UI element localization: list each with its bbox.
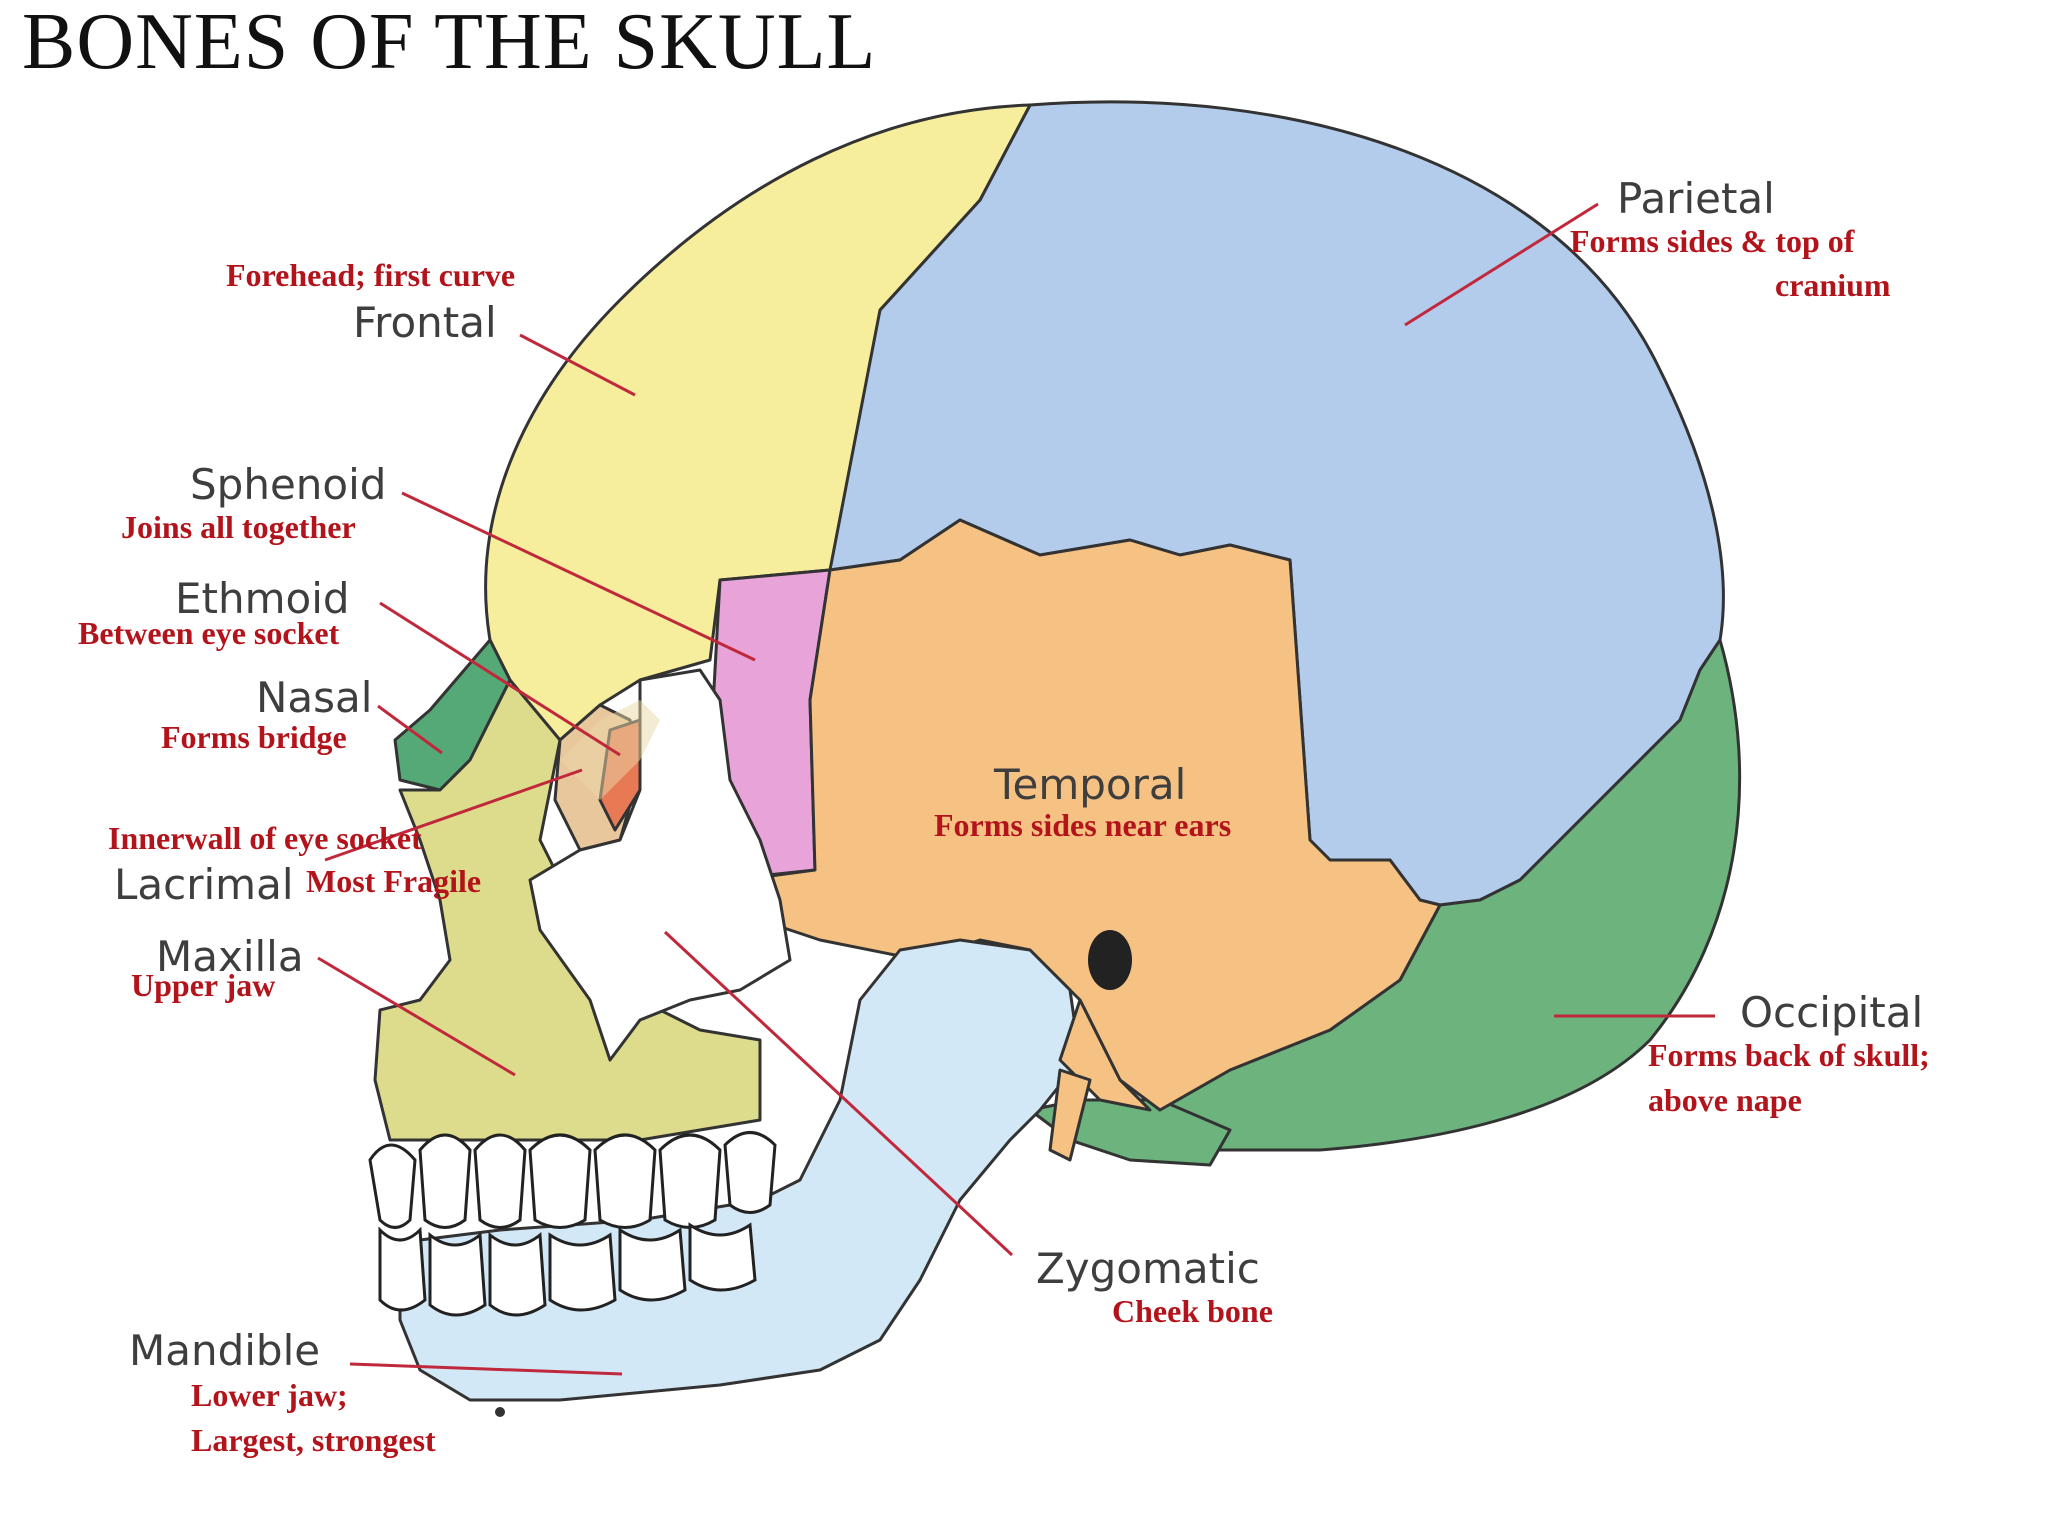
occipital-label: Occipital (1740, 988, 1924, 1037)
frontal-leader (519, 333, 636, 397)
ethmoid-label: Ethmoid (175, 574, 350, 623)
parietal-description-2: cranium (1775, 267, 1891, 303)
zygomatic-bone (528, 668, 792, 1062)
ethmoid-description: Between eye socket (78, 615, 340, 651)
mandible-label: Mandible (129, 1326, 321, 1375)
sphenoid-description: Joins all together (121, 509, 356, 545)
nasal-description: Forms bridge (161, 719, 347, 755)
sphenoid-label: Sphenoid (190, 460, 387, 509)
temporal-label-maxilla: Maxilla (156, 932, 304, 981)
occipital-description-1: Forms back of skull; (1648, 1037, 1930, 1073)
zygomatic-leader (663, 930, 1014, 1257)
ear-canal (1088, 930, 1132, 990)
zygomatic-description: Cheek bone (1112, 1293, 1273, 1329)
temporal-label: Temporal (994, 760, 1187, 809)
temporal-bone (738, 518, 1442, 1112)
mandible-description-2: Largest, strongest (191, 1422, 436, 1458)
parietal-label: Parietal (1617, 174, 1775, 223)
nasal-label: Nasal (256, 673, 373, 722)
temporal-description: Forms sides near ears (934, 807, 1232, 843)
teeth (368, 1131, 777, 1317)
frontal-description: Forehead; first curve (226, 257, 516, 293)
parietal-description-1: Forms sides & top of (1570, 223, 1855, 259)
page-title: BONES OF THE SKULL (22, 0, 877, 86)
mental-foramen (495, 1407, 505, 1417)
sphenoid-leader (401, 491, 756, 662)
lacrimal-description-1: Innerwall of eye socket (108, 820, 422, 856)
zygomatic-label: Zygomatic (1036, 1244, 1260, 1293)
maxilla-description: Upper jaw (131, 967, 276, 1003)
lacrimal-description-2: Most Fragile (306, 863, 482, 899)
frontal-label: Frontal (353, 298, 497, 347)
lacrimal-leader (324, 768, 583, 862)
ethmoid-leader (379, 601, 621, 757)
leader-lines (317, 202, 1715, 1376)
styloid-process (1048, 1068, 1092, 1162)
mandible-leader (349, 1362, 623, 1376)
occipital-description-2: above nape (1648, 1082, 1802, 1118)
parietal-leader (1404, 202, 1599, 327)
maxilla-leader (317, 956, 516, 1077)
mandible-description-1: Lower jaw; (191, 1377, 348, 1413)
nasal-leader (377, 704, 443, 755)
lacrimal-label: Lacrimal (114, 860, 294, 909)
